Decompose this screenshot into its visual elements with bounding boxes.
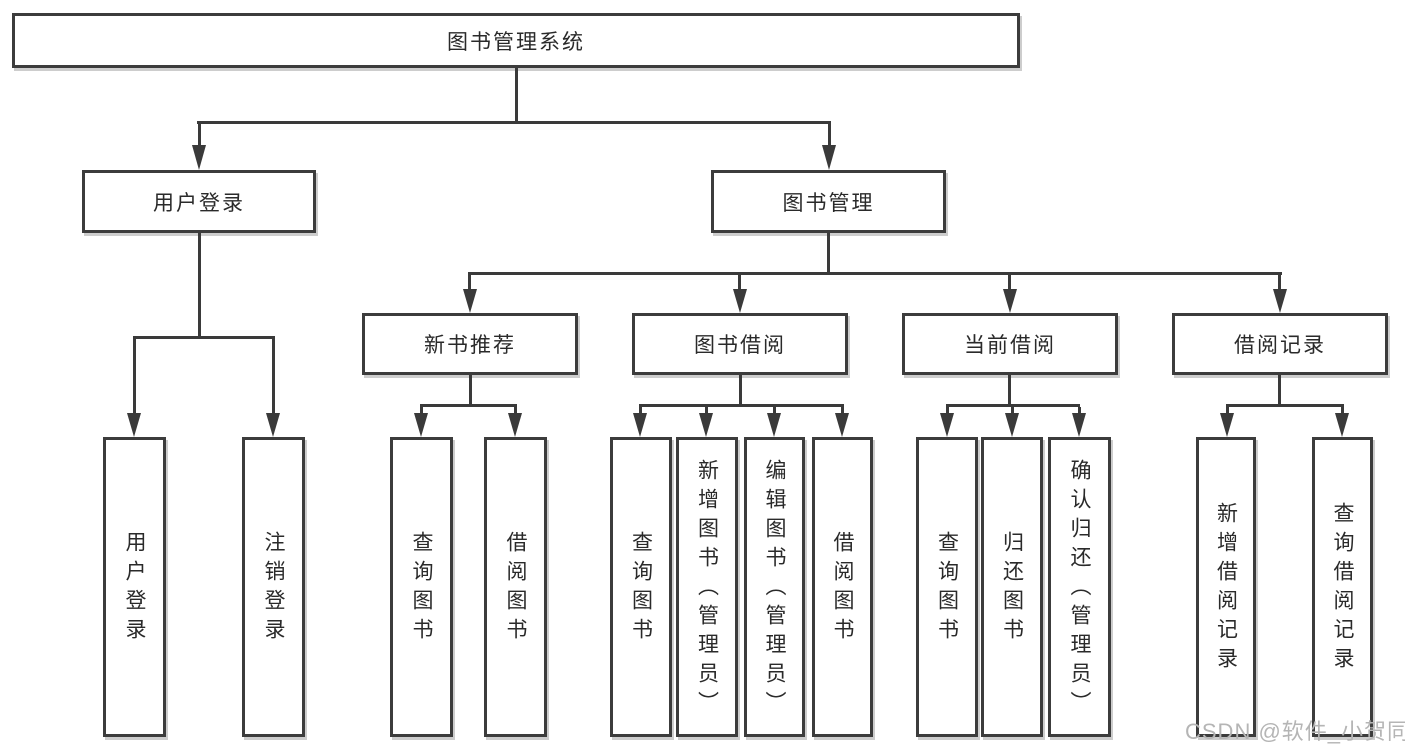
node-label: 查询图书 — [410, 531, 433, 647]
arrow-down-icon — [127, 413, 141, 437]
node-current-borrowing: 当前借阅 — [902, 313, 1118, 375]
connector-line — [515, 68, 518, 124]
arrow-down-icon — [414, 413, 428, 437]
node-leaf-add-books-admin: 新增图书（管理员） — [676, 437, 738, 737]
connector-line — [1226, 407, 1229, 415]
node-leaf-query-books-recommend: 查询图书 — [390, 437, 453, 737]
node-book-management-branch: 图书管理 — [711, 170, 946, 233]
node-user-login-branch: 用户登录 — [82, 170, 316, 233]
connector-line — [705, 407, 708, 415]
arrow-down-icon — [822, 145, 836, 170]
connector-line — [828, 124, 831, 146]
node-leaf-add-borrow-record: 新增借阅记录 — [1196, 437, 1256, 737]
node-leaf-borrow-books-recommend: 借阅图书 — [484, 437, 547, 737]
connector-line — [739, 375, 742, 407]
node-label: 注销登录 — [262, 531, 285, 647]
connector-line — [841, 407, 844, 415]
arrow-down-icon — [940, 413, 954, 437]
arrow-down-icon — [733, 289, 747, 313]
connector-line — [1278, 275, 1281, 291]
node-leaf-edit-books-admin: 编辑图书（管理员） — [744, 437, 805, 737]
node-book-borrowing: 图书借阅 — [632, 313, 848, 375]
node-label: 新增借阅记录 — [1214, 502, 1238, 676]
arrow-down-icon — [1220, 413, 1234, 437]
node-root-library-system: 图书管理系统 — [12, 13, 1020, 68]
node-leaf-logout: 注销登录 — [242, 437, 305, 737]
node-label: 确认归还（管理员） — [1068, 458, 1091, 720]
node-leaf-user-login: 用户登录 — [103, 437, 166, 737]
node-leaf-query-books-borrowing: 查询图书 — [610, 437, 672, 737]
node-label: 新书推荐 — [424, 334, 516, 357]
arrow-down-icon — [266, 413, 280, 437]
node-label: 归还图书 — [1000, 531, 1024, 647]
connector-line — [946, 407, 949, 415]
node-leaf-query-books-current: 查询图书 — [916, 437, 978, 737]
arrow-down-icon — [633, 413, 647, 437]
connector-line — [827, 233, 830, 275]
connector-line — [133, 339, 136, 415]
arrow-down-icon — [192, 145, 206, 170]
arrow-down-icon — [1003, 289, 1017, 313]
arrow-down-icon — [835, 413, 849, 437]
connector-line — [946, 404, 1080, 407]
node-label: 当前借阅 — [964, 334, 1056, 357]
connector-line — [1278, 375, 1281, 407]
csdn-watermark: CSDN @软件_小贺同学 — [1185, 719, 1405, 744]
arrow-down-icon — [699, 413, 713, 437]
connector-line — [468, 275, 471, 291]
connector-line — [272, 339, 275, 415]
node-label: 查询借阅记录 — [1331, 502, 1354, 676]
node-label: 查询图书 — [935, 531, 959, 647]
connector-line — [1008, 275, 1011, 291]
node-label: 借阅记录 — [1234, 334, 1326, 357]
node-label: 用户登录 — [153, 191, 245, 215]
connector-line — [639, 407, 642, 415]
connector-line — [198, 124, 201, 146]
arrow-down-icon — [1273, 289, 1287, 313]
node-new-book-recommend: 新书推荐 — [362, 313, 578, 375]
node-leaf-confirm-return-admin: 确认归还（管理员） — [1048, 437, 1111, 737]
connector-line — [420, 407, 423, 415]
node-label: 查询图书 — [629, 531, 653, 647]
node-label: 图书借阅 — [694, 334, 786, 357]
node-label: 借阅图书 — [831, 531, 854, 647]
node-borrowing-records: 借阅记录 — [1172, 313, 1388, 375]
connector-line — [639, 404, 844, 407]
connector-line — [1226, 404, 1344, 407]
node-leaf-return-books: 归还图书 — [981, 437, 1043, 737]
connector-line — [420, 404, 517, 407]
connector-line — [133, 336, 275, 339]
node-label: 用户登录 — [123, 531, 146, 647]
connector-line — [198, 233, 201, 339]
connector-line — [738, 275, 741, 291]
connector-line — [197, 121, 831, 124]
node-leaf-query-borrow-record: 查询借阅记录 — [1312, 437, 1373, 737]
connector-line — [468, 272, 1282, 275]
connector-line — [1078, 407, 1081, 415]
arrow-down-icon — [508, 413, 522, 437]
connector-line — [514, 407, 517, 415]
arrow-down-icon — [463, 289, 477, 313]
node-leaf-borrow-books: 借阅图书 — [812, 437, 873, 737]
node-label: 借阅图书 — [504, 531, 527, 647]
node-label: 图书管理 — [782, 191, 875, 215]
node-label: 新增图书（管理员） — [695, 458, 719, 720]
arrow-down-icon — [1005, 413, 1019, 437]
arrow-down-icon — [1072, 413, 1086, 437]
connector-line — [1011, 407, 1014, 415]
node-label: 图书管理系统 — [447, 30, 585, 54]
arrow-down-icon — [767, 413, 781, 437]
arrow-down-icon — [1335, 413, 1349, 437]
node-label: 编辑图书（管理员） — [763, 458, 786, 720]
connector-line — [773, 407, 776, 415]
connector-line — [1008, 375, 1011, 407]
connector-line — [1341, 407, 1344, 415]
connector-line — [469, 375, 472, 407]
